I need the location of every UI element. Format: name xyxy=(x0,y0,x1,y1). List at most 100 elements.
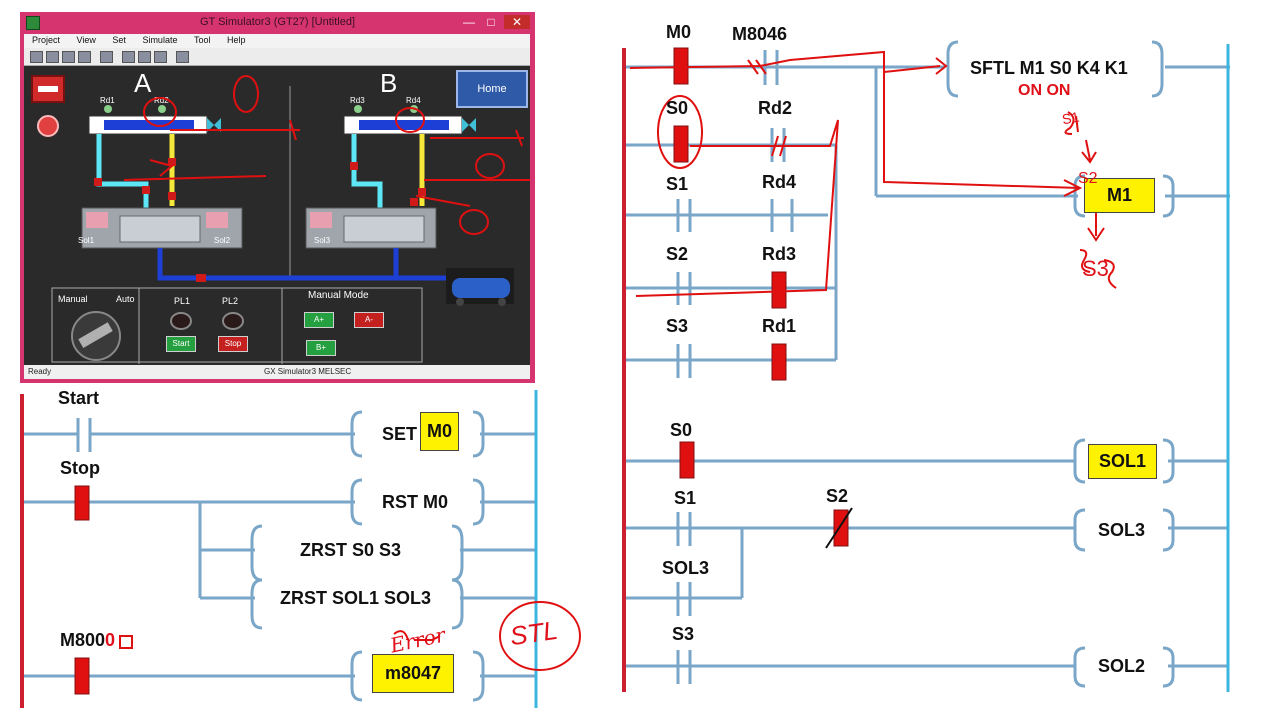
menu-help[interactable]: Help xyxy=(227,35,246,45)
status-lamp xyxy=(37,115,59,137)
zrst-sol1-sol3: ZRST SOL1 SOL3 xyxy=(280,588,432,608)
m0-contact-active xyxy=(673,47,689,85)
rd3-contact-active xyxy=(771,271,787,309)
b-plus-button[interactable]: B+ xyxy=(306,340,336,356)
sol2-label: Sol2 xyxy=(214,236,231,245)
start-contact-label: Start xyxy=(58,388,100,408)
minimize-button[interactable]: — xyxy=(463,15,475,29)
keyboard-icon[interactable] xyxy=(176,51,189,63)
pilot-lamp-2 xyxy=(222,312,244,330)
menu-bar: Project View Set Simulate Tool Help xyxy=(24,34,530,48)
sol2-coil xyxy=(206,212,228,228)
m8000-contact-label: M8000 xyxy=(60,630,116,650)
manual-mode-label: Manual Mode xyxy=(308,290,369,301)
a-minus-button[interactable]: A- xyxy=(354,312,384,328)
s3-contact-label: S3 xyxy=(666,316,689,336)
s0-sol1-contact-label: S0 xyxy=(670,420,693,440)
menu-tool[interactable]: Tool xyxy=(193,35,211,45)
open-icon[interactable] xyxy=(30,51,43,63)
zrst-s0-s3: ZRST S0 S3 xyxy=(300,540,402,560)
toolbar xyxy=(24,48,530,66)
status-ready: Ready xyxy=(28,367,52,376)
m0-contact-label: M0 xyxy=(666,22,692,42)
window-titlebar[interactable]: GT Simulator3 (GT27) [Untitled] — □ ✕ xyxy=(20,12,535,33)
pneumatic-diagram xyxy=(31,75,514,364)
sensor-rd3 xyxy=(354,105,362,113)
rst-instruction: RST M0 xyxy=(382,492,449,512)
sol3-holding-contact-label: SOL3 xyxy=(662,558,710,578)
maximize-button[interactable]: □ xyxy=(487,15,495,29)
sol1-output: SOL1 xyxy=(1088,444,1158,479)
a-plus-button[interactable]: A+ xyxy=(304,312,334,328)
cylinder-a-label: A xyxy=(134,68,152,98)
sol3-label: Sol3 xyxy=(314,236,331,245)
rd1-contact-label: Rd1 xyxy=(762,316,797,336)
pl2-label: PL2 xyxy=(222,296,239,306)
save-icon[interactable] xyxy=(46,51,59,63)
stop-button[interactable]: Stop xyxy=(218,336,248,352)
s0-sol1-contact-active xyxy=(679,441,695,479)
seq-note-s2: S2 xyxy=(1078,170,1098,187)
rd4-contact-label: Rd4 xyxy=(762,172,797,192)
alarm-button xyxy=(31,75,65,103)
rd2-label: Rd2 xyxy=(154,96,169,105)
sol3-output: SOL3 xyxy=(1098,520,1146,540)
menu-view[interactable]: View xyxy=(76,35,96,45)
stop-contact-active xyxy=(74,485,90,521)
set-device-m0: M0 xyxy=(420,412,460,451)
status-plc: GX Simulator3 MELSEC xyxy=(264,367,352,376)
pl1-label: PL1 xyxy=(174,296,191,306)
s3-sol2-contact-label: S3 xyxy=(672,624,695,644)
home-button[interactable]: Home xyxy=(456,70,528,108)
sensor-rd1 xyxy=(104,105,112,113)
start-button[interactable]: Start xyxy=(166,336,196,352)
stop-sim-icon[interactable] xyxy=(78,51,91,63)
s2-nc-contact-active xyxy=(833,509,849,547)
sol1-label: Sol1 xyxy=(78,236,95,245)
menu-set[interactable]: Set xyxy=(112,35,126,45)
rd3-label: Rd3 xyxy=(350,96,365,105)
alarm-button-mark xyxy=(38,86,58,92)
sftl-annotation: ON ON xyxy=(1018,82,1071,99)
app-icon xyxy=(26,16,40,30)
zoom-icon[interactable] xyxy=(138,51,151,63)
sol1-coil xyxy=(86,212,108,228)
sftl-instruction: SFTL M1 S0 K4 K1 xyxy=(970,58,1128,78)
cylinder-b-rod xyxy=(359,120,449,130)
stop-contact-label: Stop xyxy=(60,458,100,478)
settings-icon[interactable] xyxy=(154,51,167,63)
annotation-stl: STL xyxy=(508,614,560,652)
air-line-a1 xyxy=(96,134,149,216)
hmi-screen: A B Rd1 Rd2 Rd3 Rd4 Sol1 Sol2 Sol3 Home … xyxy=(24,66,530,365)
device-icon[interactable] xyxy=(100,51,113,63)
close-button[interactable]: ✕ xyxy=(504,15,530,29)
cylinder-a-rod xyxy=(104,120,194,130)
m8047-instruction: m8047 xyxy=(372,654,455,693)
status-bar: Ready GX Simulator3 MELSEC xyxy=(24,365,530,379)
pilot-lamp-1 xyxy=(170,312,192,330)
m1-output: M1 xyxy=(1084,178,1156,213)
rd2-contact-label: Rd2 xyxy=(758,98,793,118)
rd4-label: Rd4 xyxy=(406,96,421,105)
m8046-contact-label: M8046 xyxy=(732,24,788,44)
menu-simulate[interactable]: Simulate xyxy=(142,35,178,45)
m8000-contact-active xyxy=(74,657,90,695)
manual-label: Manual xyxy=(58,294,88,304)
gt-simulator-window: GT Simulator3 (GT27) [Untitled] — □ ✕ Pr… xyxy=(20,12,535,383)
supply-line xyxy=(157,248,476,281)
seq-note-s1: S1 xyxy=(1060,108,1081,128)
window-title: GT Simulator3 (GT27) [Untitled] xyxy=(199,16,356,28)
s0-contact-active xyxy=(673,125,689,163)
rd3-contact-label: Rd3 xyxy=(762,244,797,264)
menu-project[interactable]: Project xyxy=(32,35,61,45)
print-icon[interactable] xyxy=(62,51,75,63)
monitor-icon[interactable] xyxy=(122,51,135,63)
m8000-mark: 0 xyxy=(105,630,116,650)
auto-label: Auto xyxy=(116,294,135,304)
cylinder-a-end xyxy=(207,118,214,132)
s2-contact-label: S2 xyxy=(666,244,689,264)
s1-contact-label: S1 xyxy=(666,174,689,194)
seq-note-s3: S3 xyxy=(1082,256,1109,281)
s2-nc-contact-label: S2 xyxy=(826,486,849,506)
